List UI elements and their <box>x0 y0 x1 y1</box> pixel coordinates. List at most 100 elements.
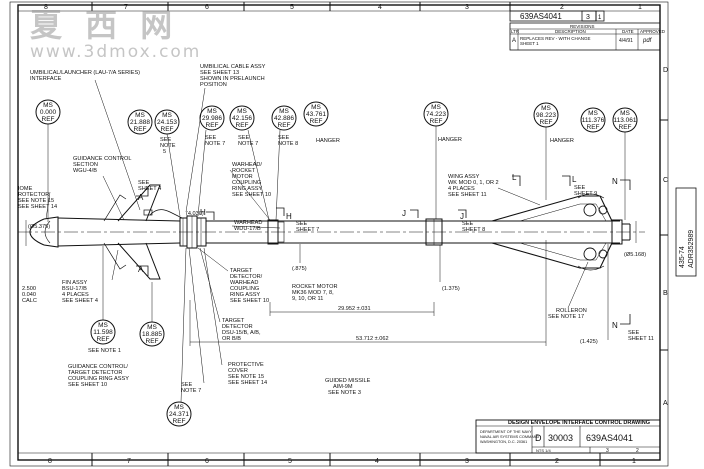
station-113061-ref: REF <box>619 124 632 131</box>
zone-row-d: D <box>663 67 668 74</box>
station-markers: MS 0.000 REF MS 21.888 REF MS 24.153 REF… <box>35 99 638 427</box>
station-43761-ms: MS <box>311 104 321 111</box>
station-42156: MS 42.156 REF <box>229 105 270 221</box>
station-98223-ms: MS <box>541 105 551 112</box>
station-11598-ms: MS <box>98 322 108 329</box>
section-l-left: L <box>512 173 517 182</box>
note-5-callout: SEE NOTE 5 <box>160 137 176 155</box>
station-98223-ref: REF <box>540 119 553 126</box>
station-24153-ref: REF <box>161 126 174 133</box>
note-fin-assy-line-1: FIN ASSY <box>62 280 87 286</box>
note-guidance-section-line-1: GUIDANCE CONTROL <box>73 156 131 162</box>
note-warhead-coupling-line-2: ROCKET <box>232 168 256 174</box>
note-target-detector-line-2: DETECTOR/ <box>230 274 263 280</box>
station-113061: MS 113.061 REF <box>612 107 638 220</box>
note-see-sheet-7: SEE SHEET 7 <box>296 221 319 233</box>
note-target-detector-line-3: WARHEAD <box>230 280 258 286</box>
note-warhead-coupling-line-4: COUPLING <box>232 180 261 186</box>
note-see-note-7-bottom-line-1: SEE <box>181 382 192 388</box>
section-h-left: H <box>200 208 206 217</box>
station-24153-ms: MS <box>162 112 172 119</box>
station-42156-value: 42.156 <box>232 115 252 122</box>
note-guided-missile: GUIDED MISSILE AIM-9M SEE NOTE 3 <box>325 378 371 396</box>
section-a-top: A <box>138 193 144 202</box>
note-rolleron-line-2: SEE NOTE 17 <box>548 314 584 320</box>
station-43761-value: 43.761 <box>306 111 326 118</box>
revision-approved: pdf <box>642 38 653 44</box>
station-24371: MS 24.371 REF <box>166 247 192 427</box>
station-98223-value: 98.223 <box>536 112 556 119</box>
note-protective-cover-line-2: COVER <box>228 368 248 374</box>
title-block-sheet: 3 <box>606 448 609 454</box>
dimension-1425: (1.425) <box>580 339 598 345</box>
title-block-agency-line-1: DEPARTMENT OF THE NAVY <box>480 430 532 434</box>
station-0000-ref: REF <box>42 116 55 123</box>
station-18885-ref: REF <box>146 338 159 345</box>
note-target-detector-line-4: COUPLING <box>230 286 259 292</box>
note-umbilical-cable-line-3: SHOWN IN PRELAUNCH <box>200 76 265 82</box>
revision-description-2: SHEET 1 <box>520 41 539 46</box>
revision-letter: A <box>512 38 516 44</box>
station-24153-value: 24.153 <box>157 119 177 126</box>
note-guided-missile-line-1: GUIDED MISSILE <box>325 378 371 384</box>
revisions-header-date: DATE <box>622 29 634 34</box>
note-warhead-coupling-line-6: SEE SHEET 10 <box>232 192 271 198</box>
note-umbilical-cable-line-4: POSITION <box>200 82 227 88</box>
station-11598-ref: REF <box>97 336 110 343</box>
section-n-bottom: N <box>612 321 618 330</box>
title-block-agency-line-3: WASHINGTON, D.C. 20361 <box>480 440 527 444</box>
section-j-left: J <box>402 209 406 218</box>
note-7-callout-b: SEE NOTE 7 <box>238 135 258 147</box>
note-wing-assy-line-2: WK MOD 0, 1, OR 2 <box>448 180 499 186</box>
dimension-diameter-5375: (Ø5.375) <box>28 224 50 230</box>
note-fin-assy-line-4: SEE SHEET 4 <box>62 298 98 304</box>
note-umbilical-launcher: UMBILICAL/LAUNCHER (LAU-7/A SERIES) INTE… <box>30 70 140 82</box>
zone-col-1-top: 1 <box>638 4 642 11</box>
note-dome-line-4: SEE SHEET 14 <box>18 204 57 210</box>
station-18885-value: 18.885 <box>142 331 162 338</box>
note-see-sheet-9-line-1: SEE <box>574 185 585 191</box>
note-target-detector-dsu: TARGET DETECTOR DSU-15/B, A/B, OR B/B <box>222 318 261 342</box>
note-see-note-1: SEE NOTE 1 <box>88 348 121 354</box>
zone-row-c: C <box>663 177 668 184</box>
note-guided-missile-line-3: SEE NOTE 3 <box>328 390 361 396</box>
note-see-sheet-8: SEE SHEET 8 <box>462 221 485 233</box>
dimension-875: (.875) <box>292 266 307 272</box>
note-see-sheet-9: SEE SHEET 9 <box>574 185 597 197</box>
station-113061-value: 113.061 <box>613 117 636 124</box>
hanger-label-2: HANGER <box>438 137 462 143</box>
hanger-label-1: HANGER <box>316 138 340 144</box>
note-see-note-7-bottom: SEE NOTE 7 <box>181 382 201 394</box>
note-target-detector-dsu-line-1: TARGET <box>222 318 245 324</box>
station-98223: MS 98.223 REF <box>533 102 559 200</box>
station-111376-ms: MS <box>588 110 598 117</box>
note-7-callout-a: SEE NOTE 7 <box>205 135 225 147</box>
note-warhead-line-2: WDU-17/B <box>234 226 261 232</box>
side-label-line-2: ADR352989 <box>688 230 695 268</box>
title-block-sheet-of: 2 <box>636 448 639 454</box>
note-umbilical-cable-line-1: UMBILICAL CABLE ASSY <box>200 64 266 70</box>
zone-row-b: B <box>663 290 668 297</box>
section-h-right: H <box>286 212 292 221</box>
note-see-note-7-bottom-line-2: NOTE 7 <box>181 388 201 394</box>
note-wing-assy-line-3: 4 PLACES <box>448 186 475 192</box>
revisions-title: REVISIONS <box>570 24 595 29</box>
note-see-sheet-8-line-1: SEE <box>462 221 473 227</box>
zone-col-8-bottom: 8 <box>48 458 52 465</box>
note-see-sheet-4-top-line-2: SHEET 4 <box>138 186 161 192</box>
station-29986-ms: MS <box>207 108 217 115</box>
zone-col-2-top: 2 <box>560 4 564 11</box>
hanger-label-3: HANGER <box>550 138 574 144</box>
note-wing-assy: WING ASSY WK MOD 0, 1, OR 2 4 PLACES SEE… <box>448 174 499 198</box>
dimension-2500-line-2: 0.040 <box>22 292 36 298</box>
note-dome-line-1: IOME <box>18 186 33 192</box>
station-74223-value: 74.223 <box>426 111 446 118</box>
side-label-line-1: 435-74 <box>679 246 686 268</box>
note-guidance-section-line-3: WGU-4/B <box>73 168 97 174</box>
note-target-detector-dsu-line-2: DETECTOR <box>222 324 253 330</box>
section-a-bottom: A <box>138 265 144 274</box>
station-29986: MS 29.986 REF <box>197 105 225 217</box>
callouts: UMBILICAL/LAUNCHER (LAU-7/A SERIES) INTE… <box>18 64 654 396</box>
note-see-sheet-7-line-1: SEE <box>296 221 307 227</box>
zone-col-3-bottom: 3 <box>465 458 469 465</box>
